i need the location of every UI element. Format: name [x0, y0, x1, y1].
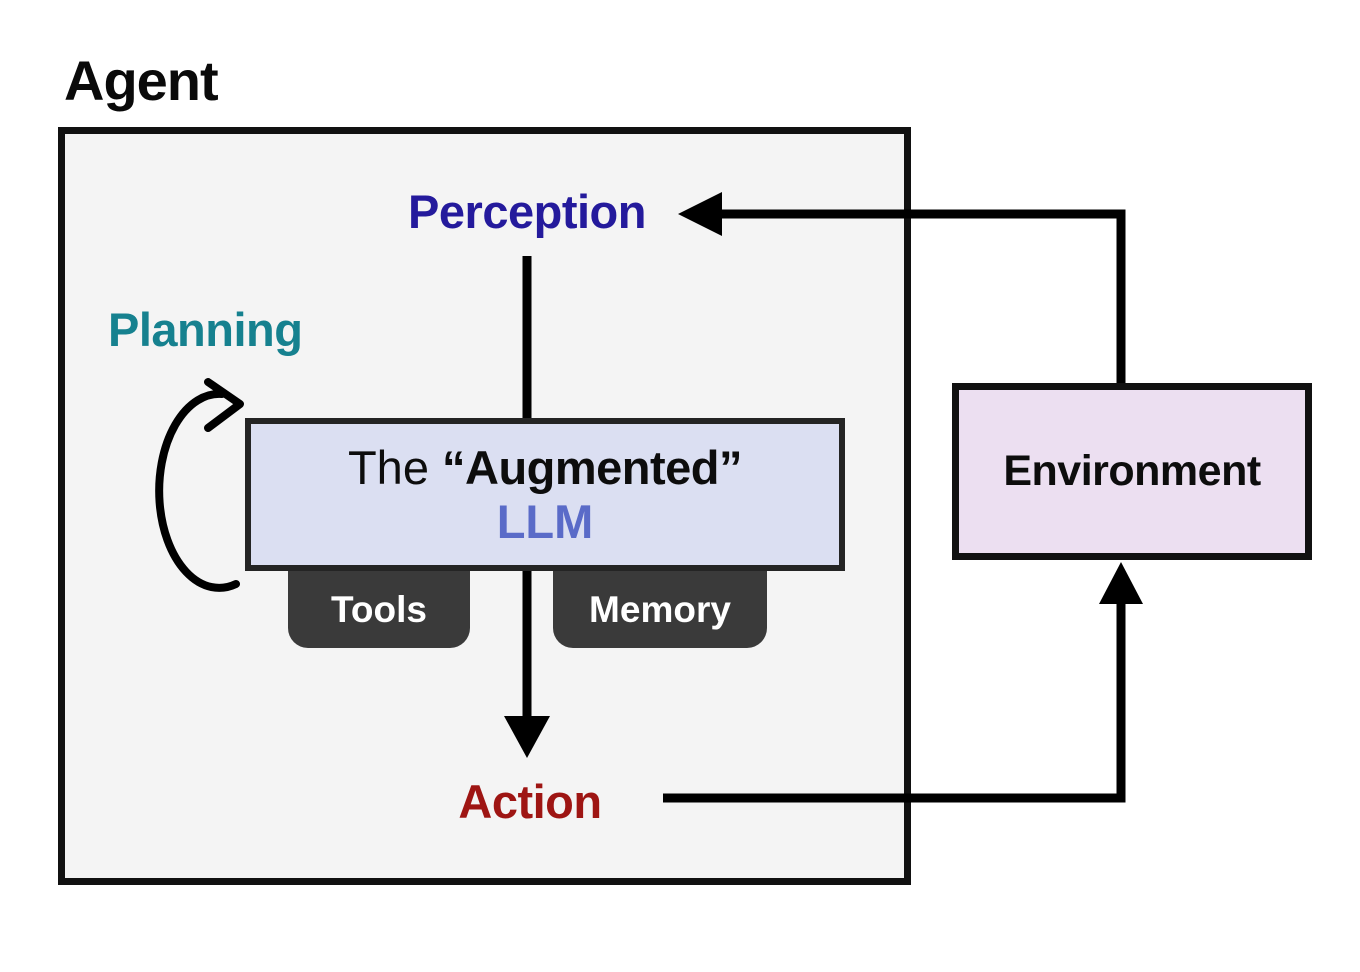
planning-label: Planning [108, 303, 303, 356]
tools-tab: Tools [288, 571, 470, 648]
llm-box: The “Augmented” LLM [245, 418, 845, 571]
llm-title-the: The [347, 440, 443, 494]
planning-loop-arrow [155, 378, 244, 592]
action-label: Action [458, 775, 602, 828]
environment-box: Environment [952, 383, 1312, 560]
tools-label: Tools [331, 588, 427, 630]
memory-tab: Memory [553, 571, 767, 648]
environment-to-perception-arrow [678, 192, 1126, 390]
memory-label: Memory [589, 588, 731, 630]
action-to-environment-arrow [663, 562, 1143, 803]
llm-label: LLM [496, 494, 594, 548]
arrowhead-left-icon [678, 192, 722, 236]
environment-label: Environment [1003, 447, 1261, 495]
arrowhead-down-icon [504, 716, 550, 758]
llm-title-augmented: “Augmented” [442, 440, 743, 494]
llm-title-line: The “Augmented” [347, 440, 743, 494]
arrowhead-up-icon [1099, 562, 1143, 604]
perception-label: Perception [408, 185, 646, 238]
loop-arrowhead-icon [204, 378, 244, 432]
agent-title: Agent [64, 49, 219, 112]
